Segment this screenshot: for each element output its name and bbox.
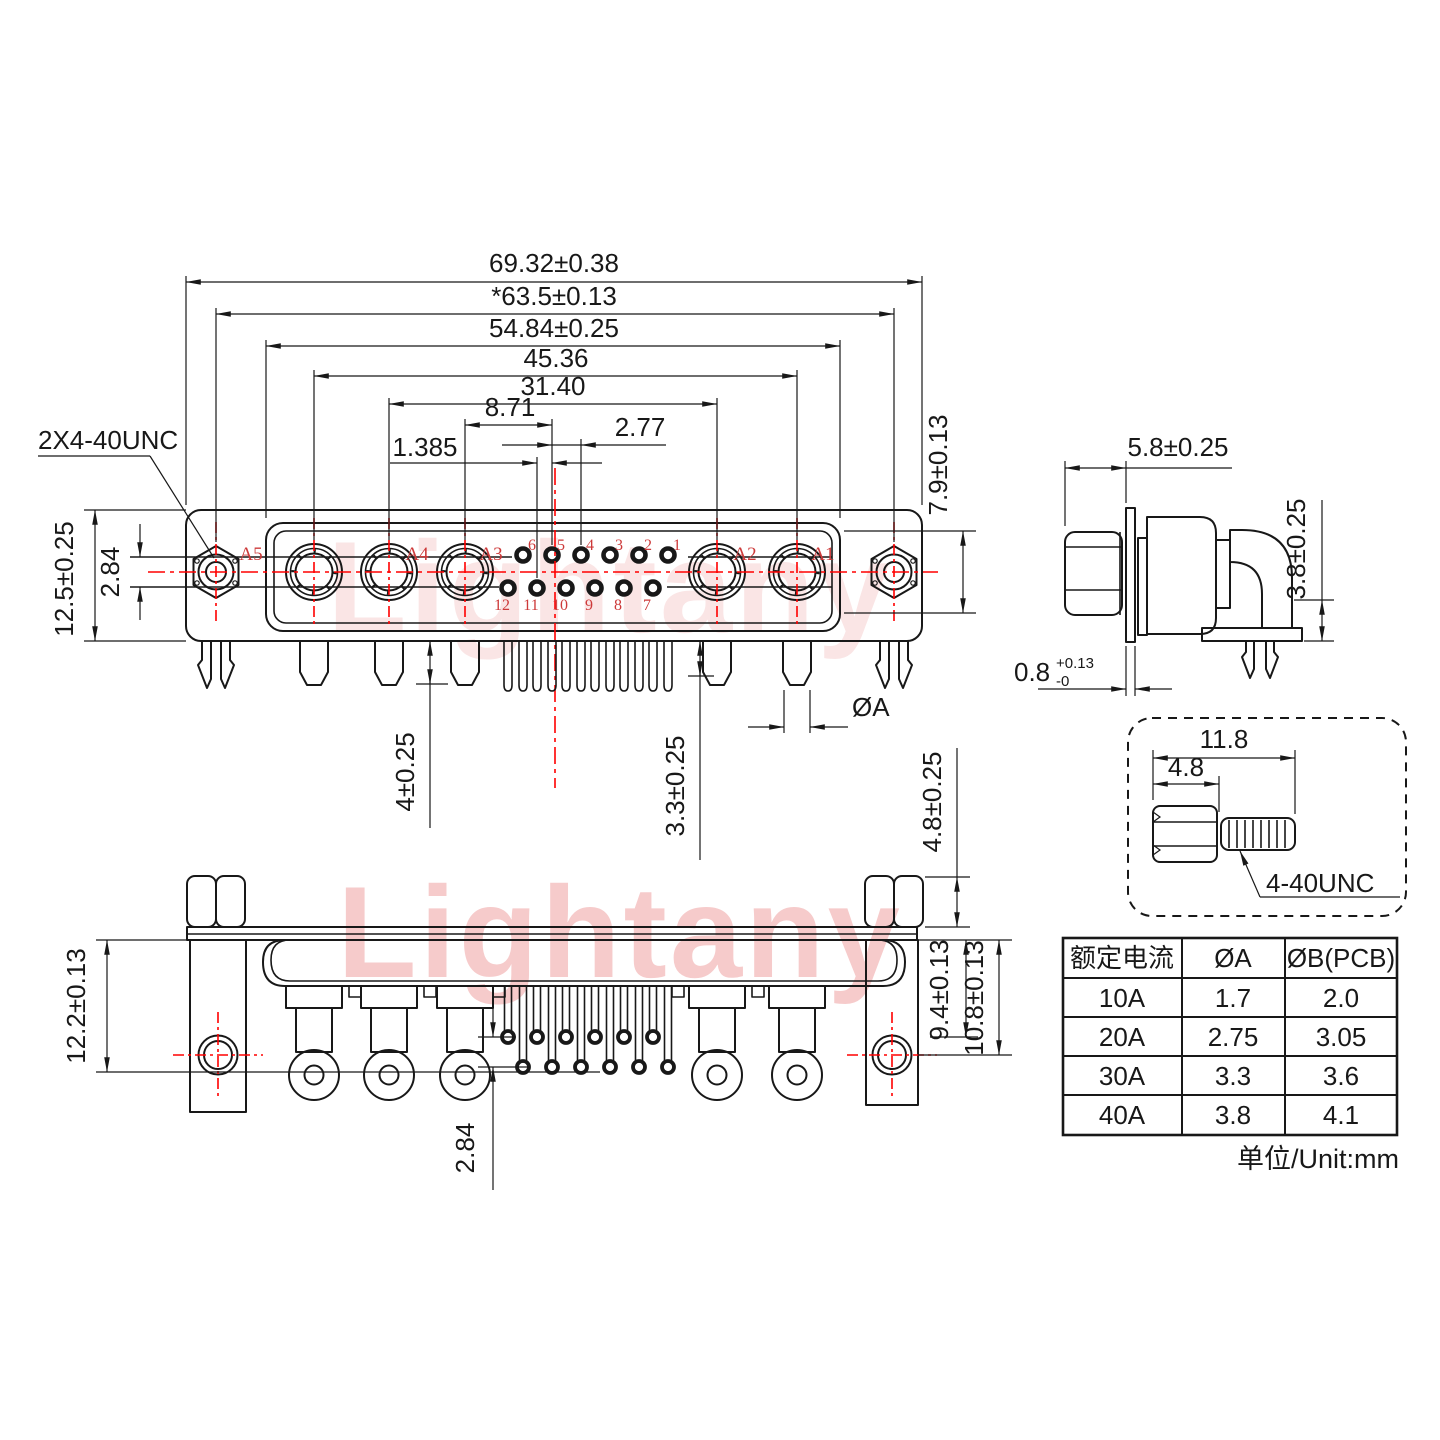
- label-pin8: 8: [614, 597, 622, 614]
- dim-face-height: 7.9±0.13: [923, 414, 953, 515]
- dim-screw-hex-length: 4.8: [1168, 752, 1204, 782]
- cell-current-20a: 20A: [1099, 1022, 1146, 1052]
- front-dimensions-top: 69.32±0.38 *63.5±0.13 54.84±0.25 45.36 3…: [185, 248, 923, 578]
- cell-current-10a: 10A: [1099, 983, 1146, 1013]
- table-row: 20A 2.75 3.05: [1099, 1022, 1366, 1052]
- signal-pins: [499, 546, 677, 597]
- dim-row-gap-bottom: 2.84: [450, 1123, 480, 1174]
- bottom-coax-pins: [285, 985, 826, 1101]
- label-pin11: 11: [523, 597, 538, 614]
- dim-flange-minus: -0: [1056, 673, 1069, 690]
- label-pin5: 5: [557, 537, 565, 554]
- front-body-outline: [185, 509, 923, 642]
- dim-half-pitch: 1.385: [392, 432, 457, 462]
- cell-a-20a: 2.75: [1208, 1022, 1259, 1052]
- label-pin2: 2: [644, 537, 652, 554]
- label-pin9: 9: [585, 597, 593, 614]
- label-pin7: 7: [643, 597, 651, 614]
- label-pin10: 10: [552, 597, 568, 614]
- front-dimensions-left: 2X4-40UNC 12.5±0.25 2.84: [38, 425, 215, 642]
- dim-screw-total-length: 11.8: [1200, 724, 1249, 754]
- dim-body-height: 12.5±0.25: [49, 521, 79, 636]
- dim-coax-inner-span: 31.40: [520, 371, 585, 401]
- dim-pin-diameter: ØA: [852, 692, 890, 722]
- dim-flange-value: 0.8: [1014, 657, 1050, 687]
- screw-detail: 11.8 4.8 4-40UNC: [1127, 717, 1407, 917]
- table-header-current: 额定电流: [1070, 943, 1174, 973]
- table-row: 10A 1.7 2.0: [1099, 983, 1359, 1013]
- label-a2: A2: [733, 544, 756, 565]
- label-pin6: 6: [528, 537, 536, 554]
- dim-tail-length: 3.3±0.25: [660, 735, 690, 836]
- cell-b-20a: 3.05: [1316, 1022, 1367, 1052]
- bottom-signal-pins: [500, 985, 676, 1075]
- bottom-view: 12.2±0.13 2.84 9.4±0.13 10.8±0.13 4.8±0.…: [61, 748, 1012, 1190]
- label-pin4: 4: [586, 537, 594, 554]
- watermark-text-bottom: Lightany: [337, 859, 903, 1005]
- label-a1: A1: [811, 544, 834, 565]
- table-row: 30A 3.3 3.6: [1099, 1061, 1359, 1091]
- cell-b-10a: 2.0: [1323, 983, 1359, 1013]
- cell-a-10a: 1.7: [1215, 983, 1251, 1013]
- label-pin3: 3: [615, 537, 623, 554]
- dim-flange-plus: +0.13: [1056, 655, 1094, 672]
- label-pin12: 12: [494, 597, 510, 614]
- front-face-outline: [265, 522, 841, 632]
- front-view: A5 A4 A3 A2 A1 6 5 4 3 2 1 12 11 10 9 8 …: [38, 248, 976, 860]
- label-a3: A3: [479, 544, 502, 565]
- bottom-dimensions: 12.2±0.13 2.84 9.4±0.13 10.8±0.13 4.8±0.…: [61, 748, 1012, 1190]
- front-dimensions-bottom: 4±0.25 3.3±0.25 ØA: [390, 640, 890, 860]
- cell-current-40a: 40A: [1099, 1100, 1146, 1130]
- front-face-inner: [273, 530, 833, 624]
- side-view: 5.8±0.25 3.8±0.25 0.8 +0.13 -0: [1014, 432, 1334, 696]
- dim-thread-note: 2X4-40UNC: [38, 425, 178, 455]
- dim-coax-span: 45.36: [523, 343, 588, 373]
- screw-detail-box: [1127, 717, 1407, 917]
- unit-note: 单位/Unit:mm: [1237, 1144, 1399, 1174]
- dim-pin-row-long: 10.8±0.13: [959, 940, 989, 1055]
- label-a5: A5: [239, 544, 262, 565]
- dim-depth: 5.8±0.25: [1127, 432, 1228, 462]
- dim-bracket-height: 3.8±0.25: [1281, 498, 1311, 599]
- label-pin1: 1: [673, 537, 681, 554]
- label-a4: A4: [405, 544, 429, 565]
- cell-b-40a: 4.1: [1323, 1100, 1359, 1130]
- cell-a-40a: 3.8: [1215, 1100, 1251, 1130]
- dim-a3-to-pin: 8.71: [485, 392, 536, 422]
- table-header-dia-a: ØA: [1214, 943, 1252, 973]
- dim-peg-length: 4±0.25: [390, 732, 420, 811]
- contact-labels: A5 A4 A3 A2 A1 6 5 4 3 2 1 12 11 10 9 8 …: [239, 537, 834, 614]
- dim-mount-span: *63.5±0.13: [491, 281, 617, 311]
- dim-nut-height: 4.8±0.25: [917, 751, 947, 852]
- cell-current-30a: 30A: [1099, 1061, 1146, 1091]
- screw-thread-label: 4-40UNC: [1266, 868, 1374, 898]
- spec-table: 额定电流 ØA ØB(PCB) 10A 1.7 2.0 20A 2.75 3.0…: [1061, 936, 1399, 1174]
- front-solder-pins: [197, 640, 913, 692]
- dim-pin-pitch: 2.77: [615, 412, 666, 442]
- dim-bracket-height-bottom: 12.2±0.13: [61, 948, 91, 1063]
- table-row: 40A 3.8 4.1: [1099, 1100, 1359, 1130]
- screw-dimensions: 11.8 4.8 4-40UNC: [1152, 724, 1400, 898]
- dim-face-width: 54.84±0.25: [489, 313, 619, 343]
- cell-b-30a: 3.6: [1323, 1061, 1359, 1091]
- table-header-dia-b: ØB(PCB): [1287, 943, 1395, 973]
- dim-overall-width: 69.32±0.38: [489, 248, 619, 278]
- cell-a-30a: 3.3: [1215, 1061, 1251, 1091]
- dim-pin-row-short: 9.4±0.13: [924, 939, 954, 1040]
- front-dimensions-right: 7.9±0.13: [844, 414, 976, 614]
- dim-row-gap-front: 2.84: [95, 547, 125, 598]
- side-dimensions: 5.8±0.25 3.8±0.25 0.8 +0.13 -0: [1014, 432, 1334, 696]
